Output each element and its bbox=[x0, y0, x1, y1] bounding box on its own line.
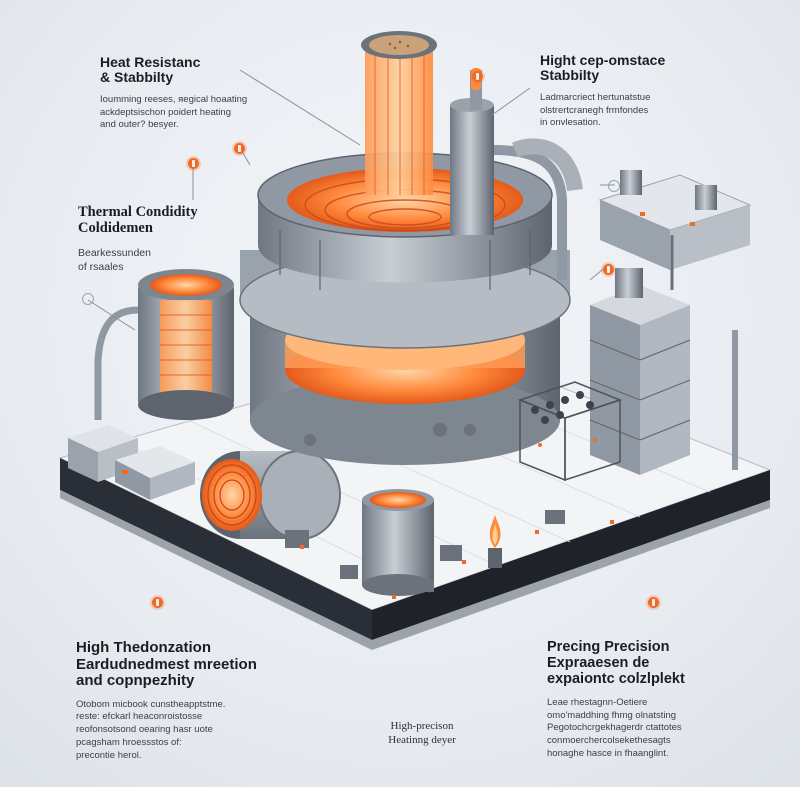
callout-title: High Thedonzation Eardudnedmest mreetion… bbox=[76, 639, 336, 690]
callout-description: Ioumming reeses, ᴙegical hoaating ackdep… bbox=[100, 94, 310, 132]
desc-line: Ioumming reeses, ᴙegical hoaating bbox=[100, 93, 248, 105]
callout-marker-icon bbox=[472, 71, 483, 82]
center-caption: High-precison Heatinng deyer bbox=[352, 720, 492, 748]
callout-precision-expansion: Precing Precision Expraaesen de expaiont… bbox=[547, 639, 787, 761]
desc-line: conmoerchercolsekethesagts bbox=[547, 735, 671, 747]
foreground-cylinder bbox=[362, 489, 434, 596]
vertical-heat-beam bbox=[361, 31, 437, 195]
horizontal-drum bbox=[200, 450, 341, 540]
upper-right-machine bbox=[598, 170, 752, 290]
callout-high-stability: Hight cep-omstace Stabbilty Ladmarcriect… bbox=[540, 52, 740, 130]
callout-marker-icon bbox=[152, 597, 163, 608]
title-line: High Thedonzation bbox=[76, 639, 211, 656]
title-line: Thermal Condidity bbox=[78, 204, 198, 220]
callout-marker-icon bbox=[188, 158, 199, 169]
callout-thermal-conductivity: Thermal Condidity Coldidemen Bearkessund… bbox=[78, 204, 258, 274]
caption-line: Heatinng deyer bbox=[388, 733, 456, 746]
chimney-tower bbox=[450, 68, 583, 280]
title-line: Expraaesen de bbox=[547, 654, 650, 671]
title-line: Eardudnedmest mreetion bbox=[76, 655, 257, 673]
callout-ring-icon bbox=[608, 180, 620, 192]
callout-marker-icon bbox=[234, 143, 245, 154]
leader-lines bbox=[87, 69, 615, 331]
desc-line: Pegotochcrgekhagerdr ctattotes bbox=[547, 722, 682, 734]
callout-description: Leae rhestagnn-Oetiere omo'maddhing fhmg… bbox=[547, 697, 787, 761]
desc-line: reste: efckarl heaconroistosse bbox=[76, 711, 203, 723]
title-line: Precing Precision bbox=[547, 639, 670, 655]
desc-line: olstrertcranegh frmfondes bbox=[540, 104, 649, 116]
component-rack bbox=[517, 381, 623, 482]
left-control-boxes bbox=[68, 425, 195, 500]
desc-line: Bearkessunden bbox=[78, 246, 151, 259]
desc-line: in onvlesation. bbox=[540, 117, 601, 129]
right-frame-tower bbox=[589, 268, 738, 475]
callout-title: Thermal Condidity Coldidemen bbox=[78, 204, 258, 237]
desc-line: Otobom micbook cunstheapptstme. bbox=[76, 698, 226, 710]
title-line: Heat Resistanc bbox=[100, 54, 201, 70]
desc-line: precontie herol. bbox=[76, 749, 142, 761]
callout-title: Precing Precision Expraaesen de expaiont… bbox=[547, 639, 787, 688]
desc-line: pcagsham hroessstos of: bbox=[76, 736, 182, 748]
title-line: Coldidemen bbox=[78, 219, 153, 236]
callout-description: Bearkessunden of rsaales bbox=[78, 246, 258, 274]
title-line: Hight cep-omstace bbox=[540, 52, 666, 68]
callout-marker-icon bbox=[648, 597, 659, 608]
title-line: expaiontc colzlplekt bbox=[547, 670, 685, 687]
callout-description: Otobom micbook cunstheapptstme. reste: e… bbox=[76, 699, 336, 763]
caption-line: High-precison bbox=[390, 720, 454, 732]
desc-line: Leae rhestagnn-Oetiere bbox=[547, 696, 648, 708]
desc-line: reofonsotsond oearing hasr uote bbox=[76, 724, 213, 736]
callout-marker-icon bbox=[603, 264, 614, 275]
title-line: & Stabbilty bbox=[100, 69, 174, 86]
callout-ring-icon bbox=[82, 293, 94, 305]
desc-line: of rsaales bbox=[78, 261, 124, 274]
callout-description: Ladmarcriect hertunatstue olstrertcraneg… bbox=[540, 92, 740, 130]
desc-line: honaghe hasce in fhaanglint. bbox=[547, 748, 669, 760]
desc-line: and outer? besyer. bbox=[100, 119, 179, 131]
desc-line: Ladmarcriect hertunatstue bbox=[540, 91, 651, 103]
burner-flame bbox=[488, 515, 502, 568]
desc-line: omo'maddhing fhmg olnatsting bbox=[547, 709, 677, 721]
title-line: Stabbilty bbox=[540, 67, 600, 84]
desc-line: ackdeptsischon poidert heating bbox=[100, 106, 231, 118]
callout-title: Hight cep-omstace Stabbilty bbox=[540, 52, 740, 84]
title-line: and copnpezhity bbox=[76, 672, 195, 689]
small-parts bbox=[285, 423, 565, 592]
callout-heat-resistance: Heat Resistanc & Stabbilty Ioumming rees… bbox=[100, 54, 310, 132]
callout-title: Heat Resistanc & Stabbilty bbox=[100, 54, 310, 86]
left-tank bbox=[94, 269, 234, 420]
callout-high-thermal-deformation: High Thedonzation Eardudnedmest mreetion… bbox=[76, 639, 336, 763]
